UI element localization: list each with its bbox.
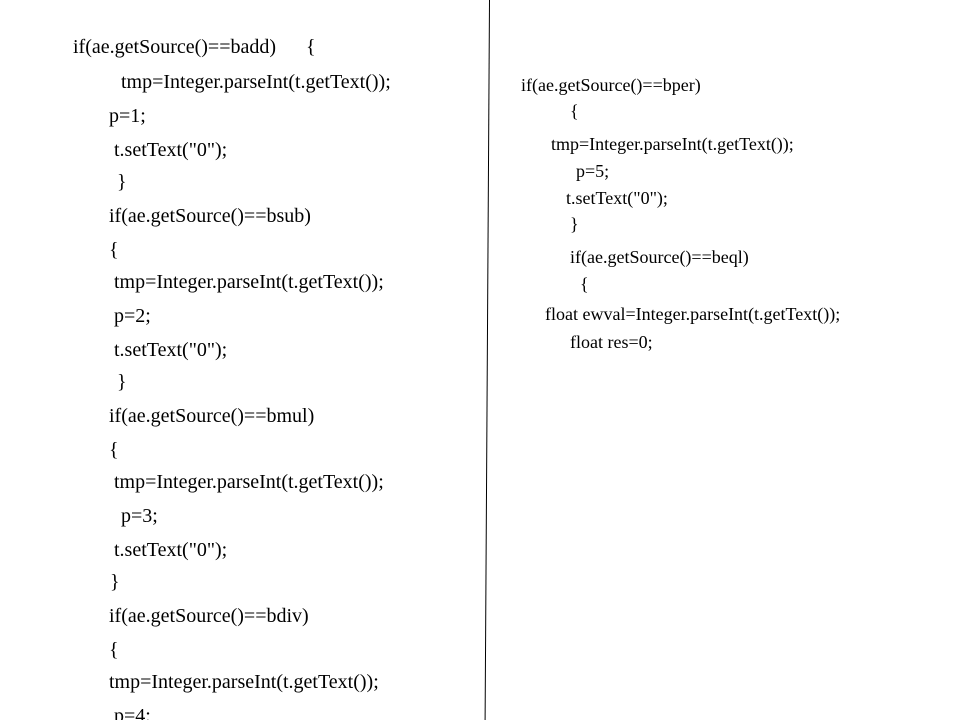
code-line: tmp=Integer.parseInt(t.getText()); [109,671,379,693]
code-line: if(ae.getSource()==bper) [521,75,701,95]
code-line: t.setText("0"); [114,539,228,561]
code-line: } [570,214,579,234]
code-line: p=2; [114,305,151,327]
code-line: if(ae.getSource()==bsub) [109,205,311,227]
code-line: p=1; [109,105,146,127]
code-line: float ewval=Integer.parseInt(t.getText()… [545,304,841,324]
code-line: tmp=Integer.parseInt(t.getText()); [114,271,384,293]
code-line: { [109,239,119,261]
code-line: t.setText("0"); [114,339,228,361]
code-line: { [580,274,589,294]
code-line: if(ae.getSource()==bdiv) [109,605,309,627]
code-line: tmp=Integer.parseInt(t.getText()); [114,471,384,493]
code-line: { [109,639,119,661]
code-line: } [110,571,120,593]
code-line: p=5; [576,161,610,181]
code-line: { [570,101,579,121]
column-divider [484,0,490,720]
code-line: p=4; [114,705,151,720]
code-line: t.setText("0"); [114,139,228,161]
code-line: if(ae.getSource()==badd) { [73,36,316,58]
code-line: float res=0; [570,332,653,352]
code-line: } [117,171,127,193]
code-line: } [117,371,127,393]
code-line: if(ae.getSource()==bmul) [109,405,315,427]
code-line: tmp=Integer.parseInt(t.getText()); [551,134,794,154]
code-line: { [109,439,119,461]
code-line: t.setText("0"); [566,188,668,208]
code-line: if(ae.getSource()==beql) [570,247,749,267]
code-line: p=3; [121,505,158,527]
code-line: tmp=Integer.parseInt(t.getText()); [121,71,391,93]
